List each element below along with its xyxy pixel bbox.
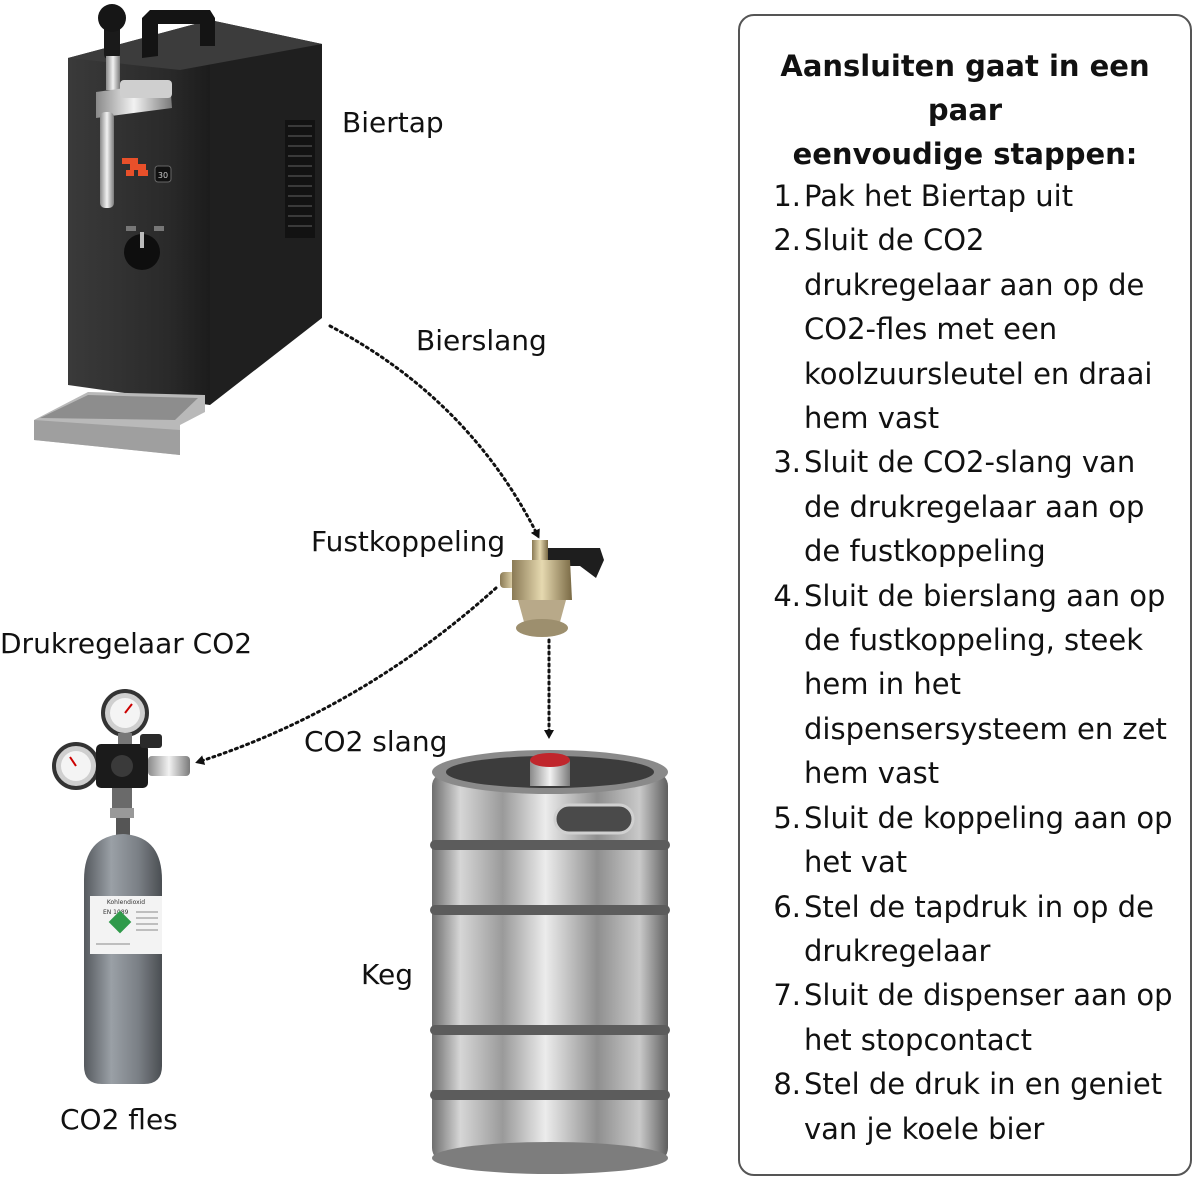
beer-tap-illustration: 30 [34, 4, 322, 455]
label-bierslang: Bierslang [416, 324, 547, 357]
step-text-line: hem in het [804, 667, 961, 702]
step-text-line: drukregelaar [804, 933, 991, 968]
label-biertap: Biertap [342, 106, 444, 139]
step-item: 8.Stel de druk in en geniet van je koele … [768, 1062, 1188, 1151]
step-text: Stel de druk in en geniet van je koele bi… [801, 1062, 1162, 1151]
keg-illustration [430, 750, 670, 1174]
step-item: 7.Sluit de dispenser aan op het stopconta… [768, 973, 1188, 1062]
step-item: 1.Pak het Biertap uit [768, 174, 1188, 218]
co2-slang-arrow [195, 586, 498, 765]
step-text: Sluit de dispenser aan op het stopcontact [801, 973, 1173, 1062]
bottle-label-code: EN 1089 [103, 909, 129, 916]
step-text-line: Sluit de koppeling aan op [804, 800, 1173, 835]
step-text: Stel de tapdruk in op de drukregelaar [801, 885, 1154, 974]
step-number: 6. [773, 889, 801, 924]
step-item: 3.Sluit de CO2-slang van de drukregelaar … [768, 440, 1188, 573]
step-text-line: Sluit de CO2 [804, 223, 985, 258]
bottle-label-title: Kohlendioxid [107, 899, 145, 906]
step-item: 6.Stel de tapdruk in op de drukregelaar [768, 885, 1188, 974]
step-text-line: de fustkoppeling, steek [804, 623, 1143, 658]
step-text-line: het vat [804, 845, 908, 880]
step-text-line: Sluit de bierslang aan op [804, 578, 1166, 613]
step-text-line: het stopcontact [804, 1022, 1032, 1057]
step-number: 2. [773, 223, 801, 258]
step-text-line: Stel de tapdruk in op de [804, 889, 1154, 924]
bierslang-arrow [328, 324, 540, 539]
step-text-line: hem vast [804, 756, 940, 791]
step-number: 3. [773, 445, 801, 480]
step-text-line: de fustkoppeling [804, 534, 1046, 569]
step-number: 8. [773, 1067, 801, 1102]
step-text: Sluit de CO2-slang van de drukregelaar aa… [801, 440, 1144, 573]
step-text: Sluit de bierslang aan op de fustkoppelin… [801, 574, 1167, 796]
step-number: 7. [773, 978, 801, 1013]
label-drukregelaar: Drukregelaar CO2 [0, 627, 253, 660]
temperature-knob-icon [124, 226, 164, 270]
step-text-line: drukregelaar aan op de [804, 267, 1145, 302]
step-text-line: koolzuursleutel en draai [804, 356, 1153, 391]
step-text-line: Pak het Biertap uit [804, 179, 1074, 213]
step-text-line: Sluit de dispenser aan op [804, 978, 1173, 1013]
label-fustkoppeling: Fustkoppeling [311, 525, 506, 558]
hazard-diamond-icon [108, 910, 132, 934]
panel-title: Aansluiten gaat in een paar eenvoudige s… [740, 44, 1190, 176]
panel-title-line-1: Aansluiten gaat in een paar [780, 49, 1150, 127]
keg-cap-icon [530, 753, 570, 767]
co2-regulator-illustration [52, 689, 190, 818]
setup-diagram: 30 [34, 4, 670, 1174]
keg-coupler-illustration [500, 540, 604, 637]
step-text-line: Sluit de CO2-slang van [804, 445, 1136, 480]
step-text-line: hem vast [804, 401, 940, 436]
co2-bottle-illustration: Kohlendioxid EN 1089 [84, 818, 162, 1084]
instructions-panel: Aansluiten gaat in een paar eenvoudige s… [738, 14, 1192, 1176]
panel-title-line-2: eenvoudige stappen: [792, 137, 1138, 171]
step-text-line: CO2-fles met een [804, 312, 1058, 347]
label-keg: Keg [361, 958, 413, 991]
step-item: 2.Sluit de CO2 drukregelaar aan op de CO2-… [768, 218, 1188, 440]
label-co2-slang: CO2 slang [304, 725, 448, 758]
step-text-line: Stel de druk in en geniet [804, 1067, 1163, 1102]
step-text: Pak het Biertap uit [801, 174, 1073, 218]
step-number: 1. [773, 179, 801, 213]
step-number: 5. [773, 800, 801, 835]
tap-logo-icon [122, 158, 148, 176]
step-text: Sluit de CO2 drukregelaar aan op de CO2-fl… [801, 218, 1152, 440]
step-item: 5.Sluit de koppeling aan op het vat [768, 796, 1188, 885]
step-item: 4.Sluit de bierslang aan op de fustkoppel… [768, 574, 1188, 796]
step-number: 4. [773, 578, 801, 613]
step-text-line: van je koele bier [804, 1111, 1045, 1146]
step-text: Sluit de koppeling aan op het vat [801, 796, 1173, 885]
step-text-line: de drukregelaar aan op [804, 489, 1145, 524]
tap-badge: 30 [158, 171, 168, 180]
step-text-line: dispensersysteem en zet [804, 711, 1167, 746]
label-co2-fles: CO2 fles [60, 1103, 178, 1136]
